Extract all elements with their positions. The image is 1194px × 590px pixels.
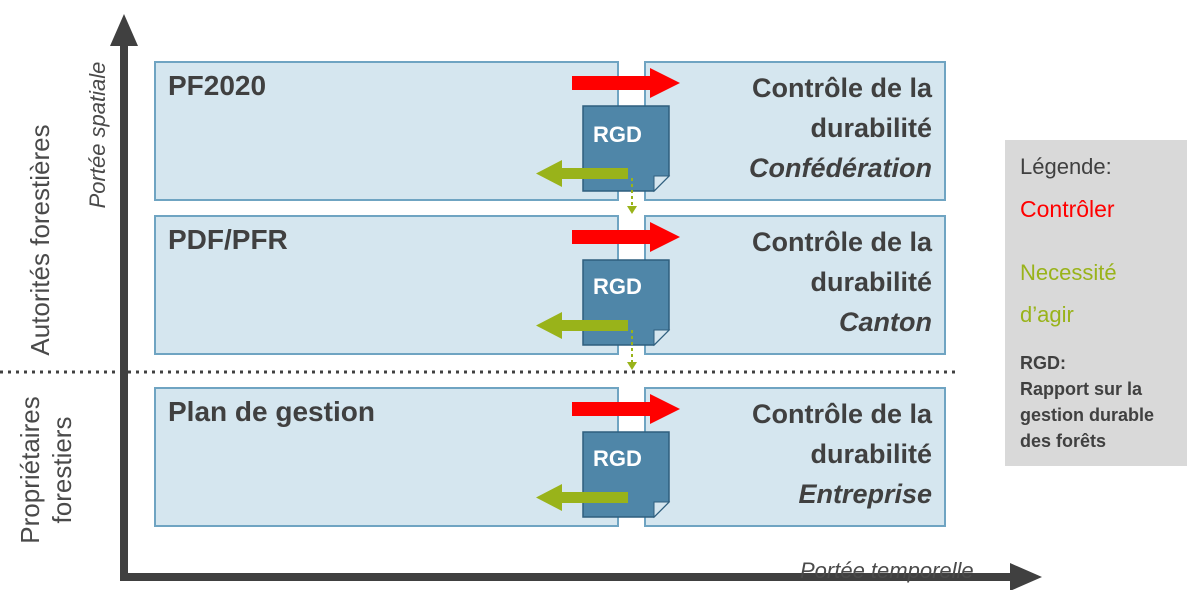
y-axis-arrowhead	[110, 14, 138, 46]
row1-left-title: PF2020	[168, 70, 267, 101]
row2-left-title: PDF/PFR	[168, 224, 288, 255]
legend-need-line1: Necessité	[1020, 260, 1117, 285]
row3-right-sub: Entreprise	[798, 479, 932, 509]
row1-need-arrow	[536, 160, 628, 187]
row1-control-arrow	[572, 68, 680, 98]
row3-right-text: Contrôle de la durabilité Entreprise	[612, 394, 932, 514]
y-axis-label: Portée spatiale	[85, 61, 110, 209]
row3-control-arrow	[572, 394, 680, 424]
row2-right-sub: Canton	[839, 307, 932, 337]
legend-rgd-abbr: RGD:	[1020, 353, 1066, 373]
row2-left-panel	[154, 215, 619, 355]
group-label-authorities: Autorités forestières	[25, 124, 55, 356]
x-axis-arrowhead	[1010, 563, 1042, 590]
row3-right-line1: Contrôle de la	[751, 399, 932, 429]
row1-right-sub: Confédération	[748, 153, 932, 183]
row3-left-panel	[154, 387, 619, 527]
row3-rgd-label: RGD	[593, 446, 642, 471]
legend-box: Légende: Contrôler Necessité d’agir RGD:…	[1005, 140, 1187, 466]
legend-rgd-line3: des forêts	[1020, 431, 1107, 451]
row2-control-arrow	[572, 222, 680, 252]
group-label-owners-line1: Propriétaires	[15, 396, 45, 544]
legend-rgd-line2: gestion durable	[1020, 405, 1155, 425]
legend-rgd-text: RGD: Rapport sur la gestion durable des …	[1020, 350, 1185, 454]
row2-need-arrow	[536, 312, 628, 339]
row3-right-line2: durabilité	[810, 439, 932, 469]
row1-left-panel	[154, 61, 619, 201]
row3-left-title: Plan de gestion	[168, 396, 375, 427]
row1-rgd-label: RGD	[593, 122, 642, 147]
legend-control-label: Contrôler	[1020, 196, 1115, 222]
row2-rgd-label: RGD	[593, 274, 642, 299]
row1-right-text: Contrôle de la durabilité Confédération	[612, 68, 932, 188]
legend-need-line2: d’agir	[1020, 302, 1074, 327]
row2-right-line2: durabilité	[810, 267, 932, 297]
legend-need-label: Necessité d’agir	[1020, 258, 1180, 330]
row2-right-panel	[644, 215, 946, 355]
legend-title: Légende:	[1020, 154, 1112, 179]
row3-right-panel	[644, 387, 946, 527]
legend-rgd-line1: Rapport sur la	[1020, 379, 1143, 399]
row1-right-line1: Contrôle de la	[751, 73, 932, 103]
row1-right-line2: durabilité	[810, 113, 932, 143]
row3-need-arrow	[536, 484, 628, 511]
x-axis-label: Portée temporelle	[800, 558, 974, 583]
row2-right-text: Contrôle de la durabilité Canton	[612, 222, 932, 342]
group-label-owners-line2: forestiers	[47, 416, 77, 524]
row2-down-dotted-arrow	[627, 330, 637, 370]
row1-down-dotted-arrow	[627, 178, 637, 214]
row2-right-line1: Contrôle de la	[751, 227, 932, 257]
